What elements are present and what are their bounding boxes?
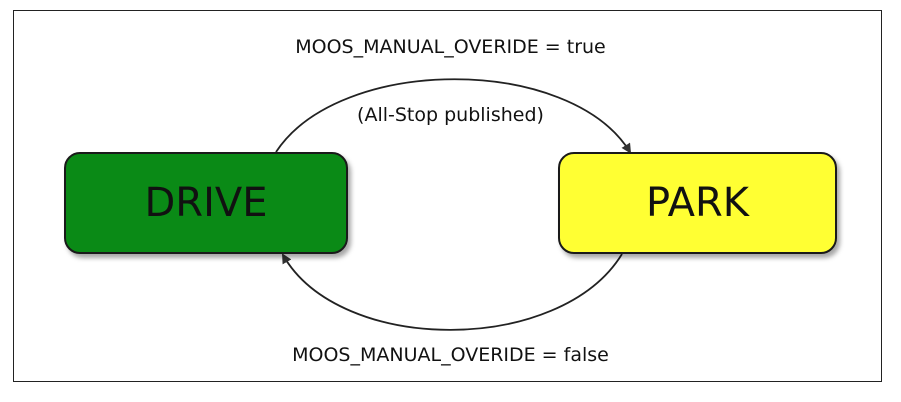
transition-action-label: (All-Stop published)	[357, 104, 544, 126]
transition-label-true: MOOS_MANUAL_OVERIDE = true	[295, 36, 606, 58]
state-drive: DRIVE	[64, 152, 348, 254]
transition-label-false: MOOS_MANUAL_OVERIDE = false	[292, 344, 609, 366]
arrow-park-to-drive	[282, 253, 623, 331]
arrow-drive-to-park	[275, 78, 632, 154]
state-park: PARK	[558, 152, 837, 254]
